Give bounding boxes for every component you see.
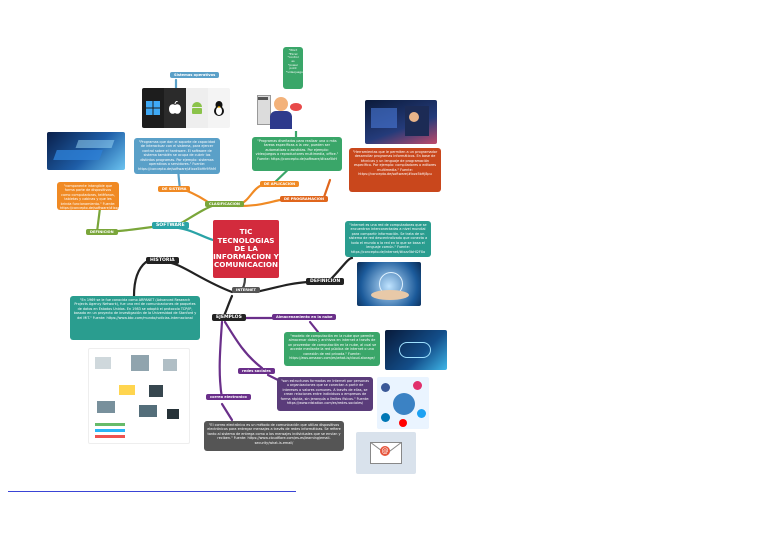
aplicacion-description: "Programas diseñados para realizar una o…	[252, 137, 342, 171]
historia-label[interactable]: HISTORIA	[146, 257, 179, 264]
software-label[interactable]: SOFTWARE	[152, 222, 189, 229]
os-logos-image	[142, 88, 230, 128]
programacion-label[interactable]: DE PROGRAMACION	[280, 196, 329, 202]
definicion-software-label[interactable]: DEFINICION	[86, 229, 118, 235]
nube-description: "modelo de computación en la nube que pe…	[284, 332, 380, 366]
definicion-internet-label[interactable]: DEFINICION	[306, 278, 345, 285]
linux-icon	[208, 88, 230, 128]
cloud-image	[385, 330, 447, 370]
so-description: "Programas que dan el soporte de capacid…	[134, 138, 220, 174]
internet-globe-image	[357, 262, 421, 306]
clasificacion-label[interactable]: CLASIFICACION	[205, 201, 244, 207]
aplicacion-examples: *Word *Excel *control es *power point *v…	[283, 47, 303, 89]
redes-sociales-label[interactable]: redes sociales	[238, 368, 275, 374]
aplicacion-label[interactable]: DE APLICACION	[260, 181, 300, 187]
at-icon: @	[380, 446, 390, 456]
so-label[interactable]: DE SISTEMA	[158, 186, 191, 192]
email-image: @	[356, 432, 416, 474]
network-diagram-image	[88, 348, 190, 444]
historia-description: "En 1969 se le fue conocida como ARPANET…	[70, 296, 200, 340]
programacion-image	[365, 100, 437, 144]
internet-label[interactable]: INTERNET	[232, 287, 260, 293]
correo-label[interactable]: correo electronico	[206, 394, 251, 400]
redes-description: "son estructuras formadas en Internet po…	[277, 377, 373, 411]
android-icon	[186, 88, 208, 128]
central-topic[interactable]: TIC TECNOLOGIAS DE LA INFORMACION Y COMU…	[213, 220, 279, 278]
almacenamiento-label[interactable]: Almacenamiento en la nube	[272, 314, 337, 320]
software-definition: "componente intangible que forma parte d…	[57, 182, 119, 210]
internet-definition: "Internet es una red de computadoras que…	[345, 221, 431, 257]
aplicacion-image	[254, 89, 304, 131]
programacion-description: "Herramientas que le permiten a un progr…	[349, 148, 441, 192]
windows-icon	[142, 88, 164, 128]
social-network-image	[377, 377, 429, 429]
ejemplos-label[interactable]: EJEMPLOS	[212, 314, 246, 321]
correo-description: "El correo electrónico es un método de c…	[204, 421, 344, 451]
footer-link-underline[interactable]	[8, 491, 296, 492]
apple-icon	[164, 88, 186, 128]
software-image	[47, 132, 125, 170]
sistemas-operativos-label[interactable]: Sistemas operativos	[170, 72, 220, 78]
